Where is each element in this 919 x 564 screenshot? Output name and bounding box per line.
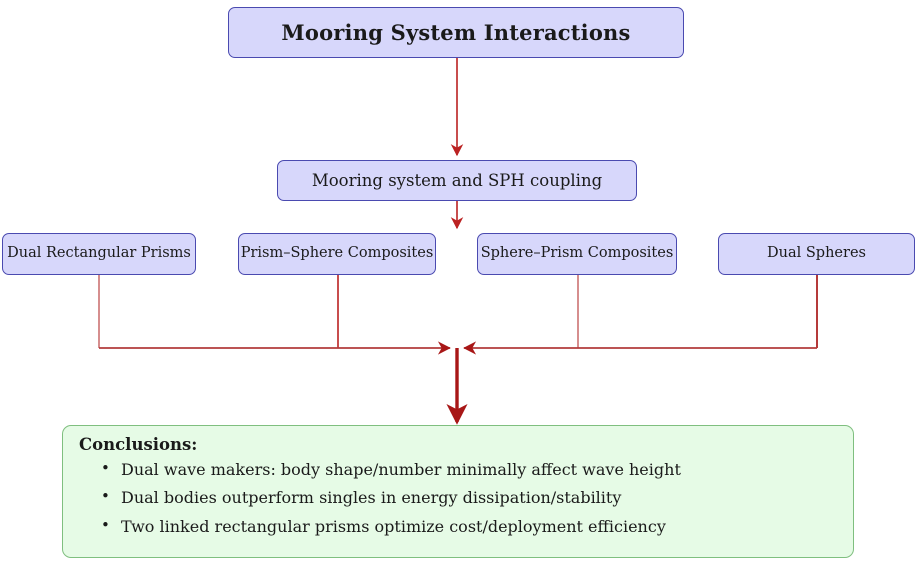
conclusion-bullet: Dual wave makers: body shape/number mini… — [101, 457, 837, 482]
case-box-label: Prism–Sphere Composites — [240, 245, 434, 262]
case-box-sphere-prism-composites: Sphere–Prism Composites — [477, 233, 677, 275]
coupling-box: Mooring system and SPH coupling — [277, 160, 637, 201]
title-box: Mooring System Interactions — [228, 7, 684, 58]
conclusion-bullet: Dual bodies outperform singles in energy… — [101, 485, 837, 510]
case-box-label: Dual Spheres — [767, 245, 866, 262]
conclusion-bullet: Two linked rectangular prisms optimize c… — [101, 514, 837, 539]
conclusions-box: Conclusions: Dual wave makers: body shap… — [62, 425, 854, 558]
case-box-dual-spheres: Dual Spheres — [718, 233, 915, 275]
conclusions-heading: Conclusions: — [79, 435, 198, 454]
title-box-label: Mooring System Interactions — [281, 19, 631, 45]
case-box-label: Sphere–Prism Composites — [480, 245, 674, 262]
case-box-label: Dual Rectangular Prisms — [7, 245, 191, 262]
case-box-prism-sphere-composites: Prism–Sphere Composites — [238, 233, 436, 275]
conclusions-list: Dual wave makers: body shape/number mini… — [79, 457, 837, 539]
case-box-dual-rectangular-prisms: Dual Rectangular Prisms — [2, 233, 196, 275]
coupling-box-label: Mooring system and SPH coupling — [311, 170, 603, 190]
